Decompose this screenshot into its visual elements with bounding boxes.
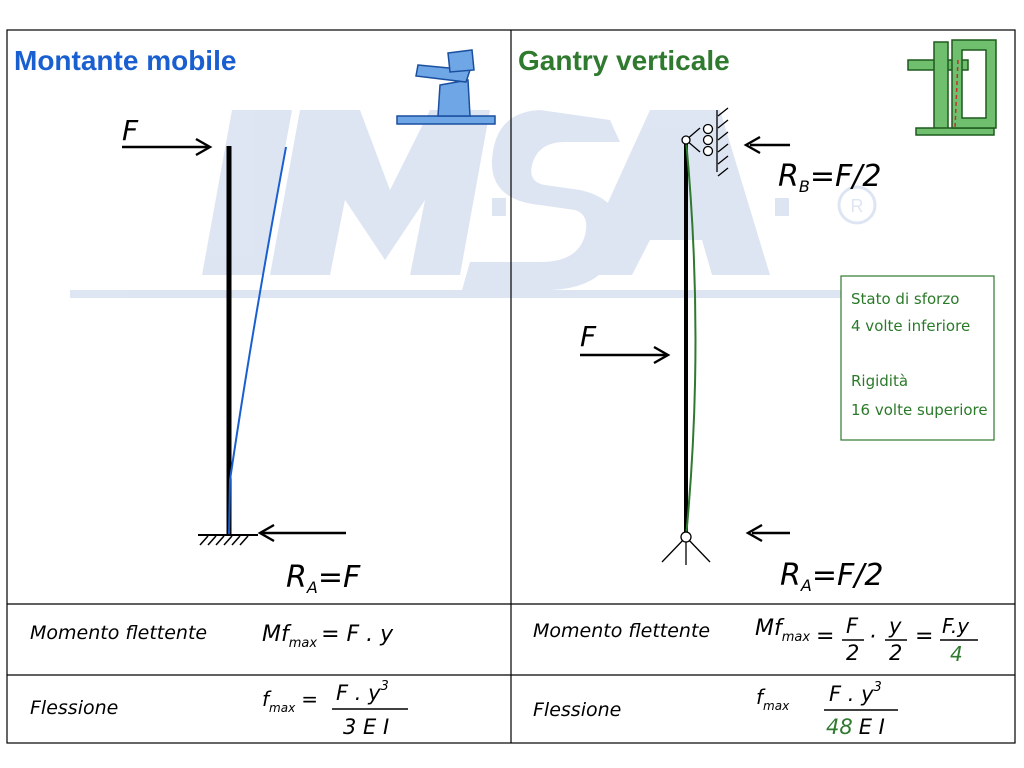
icon-column xyxy=(437,79,471,117)
right-bottom-reaction-arrowhead xyxy=(745,523,763,543)
right-moment-dot: · xyxy=(869,625,876,650)
left-moment-label: Momento flettente xyxy=(30,622,207,644)
right-moment-frac1-num: F xyxy=(846,614,859,638)
right-deflection-numerator: F . y3 xyxy=(829,680,882,706)
left-title: Montante mobile xyxy=(14,45,236,76)
right-moment-eq1: = xyxy=(816,624,834,649)
watermark-letter-s xyxy=(462,110,620,290)
gantry-icon-deflection xyxy=(954,59,959,129)
right-moment-lhs: Mfmax xyxy=(755,616,810,645)
left-reaction-arrowhead xyxy=(257,523,275,543)
watermark-underline xyxy=(70,290,860,298)
left-deflection-label: Flessione xyxy=(30,697,118,719)
right-force-label: F xyxy=(580,320,597,353)
gantry-icon-frame xyxy=(951,39,997,129)
watermark-dot-2 xyxy=(492,198,506,216)
watermark-registered-mark: R xyxy=(851,196,864,216)
note-stiffness-line-2: 16 volte superiore xyxy=(851,401,988,419)
left-reaction-label: RA=F xyxy=(286,560,361,597)
watermark: R xyxy=(70,110,877,298)
note-stress-line-1: Stato di sforzo xyxy=(851,290,959,308)
gantry-icon-base xyxy=(915,127,995,136)
left-deflection-curve xyxy=(228,146,287,536)
right-moment-label: Momento flettente xyxy=(533,620,710,642)
right-moment-frac3-num: F.y xyxy=(942,614,970,638)
left-support-hatch xyxy=(199,535,249,546)
right-moment-eq2: = xyxy=(915,624,933,649)
right-force-arrowhead xyxy=(653,345,671,365)
right-deflection-label: Flessione xyxy=(533,699,621,721)
icon-head xyxy=(447,49,475,73)
right-moment-frac1-den: 2 xyxy=(846,641,859,665)
gantry-icon xyxy=(907,39,997,136)
note-stiffness-line-1: Rigidità xyxy=(851,372,908,390)
right-deflection-lhs: fmax xyxy=(756,685,790,713)
right-top-reaction-arrowhead xyxy=(743,135,761,155)
right-bottom-reaction-label: RA=F/2 xyxy=(780,558,883,595)
icon-base xyxy=(396,115,496,125)
left-deflection-lhs: fmax= xyxy=(262,687,318,715)
watermark-registered-circle xyxy=(837,185,877,225)
left-deflection-numerator: F . y3 xyxy=(336,679,389,705)
table-frame xyxy=(6,29,1016,744)
watermark-letter-a xyxy=(575,110,770,275)
watermark-letter-m xyxy=(270,110,490,275)
watermark-dot-1 xyxy=(285,198,299,216)
note-stress-line-2: 4 volte inferiore xyxy=(851,317,970,335)
right-bottom-pin-support xyxy=(661,531,711,565)
right-deflection-curve xyxy=(685,139,697,538)
watermark-dot-4 xyxy=(775,198,789,216)
right-top-reaction-label: RB=F/2 xyxy=(778,159,881,196)
left-force-label: F xyxy=(122,114,139,147)
moving-column-icon xyxy=(396,49,496,125)
left-panel: Montante mobile F RA=F Mome xyxy=(14,45,496,739)
left-moment-formula: Mfmax= F . y xyxy=(262,622,394,651)
left-deflection-denominator: 3 E I xyxy=(343,715,389,739)
right-title: Gantry verticale xyxy=(518,45,730,76)
gantry-icon-column xyxy=(933,41,949,133)
right-moment-frac2-num: y xyxy=(888,614,902,638)
right-top-roller-support xyxy=(681,107,729,177)
right-panel: Gantry verticale xyxy=(518,39,997,739)
comparison-note-box xyxy=(840,275,995,441)
right-moment-frac2-den: 2 xyxy=(889,641,902,665)
right-moment-frac3-den: 4 xyxy=(950,642,963,666)
left-force-arrowhead xyxy=(195,137,213,157)
watermark-dot-3 xyxy=(637,198,651,216)
